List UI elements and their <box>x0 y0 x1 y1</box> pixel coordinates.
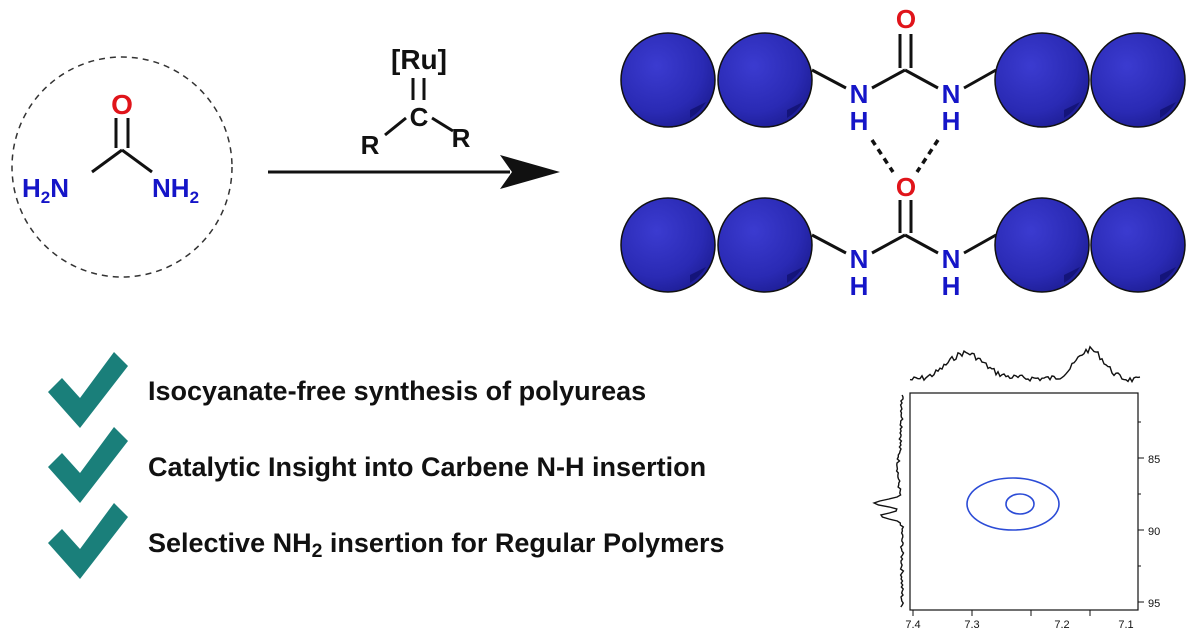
carbene-carbon: C <box>410 102 429 132</box>
urea-left-amine-h: H <box>22 173 41 203</box>
benefit-selective-prefix: Selective NH <box>148 528 312 558</box>
polymer-bead <box>717 197 813 293</box>
bottom-left-hydrogen: H <box>850 271 869 301</box>
top-carbonyl-oxygen: O <box>896 4 916 34</box>
benefit-isocyanate-free: Isocyanate-free synthesis of polyureas <box>148 376 647 406</box>
bottom-urea-linkage-bonds <box>811 200 997 255</box>
y-tick-label: 85 <box>1148 454 1160 466</box>
polymer-bead <box>994 32 1090 128</box>
bottom-polymer-chain: O N N H H <box>620 172 1186 301</box>
benefit-selective-suffix: insertion for Regular Polymers <box>322 528 725 558</box>
benefit-catalytic-insight: Catalytic Insight into Carbene N-H inser… <box>148 452 707 482</box>
carbene-left-bond <box>384 116 407 137</box>
hydrogen-bond-right <box>915 139 940 173</box>
bottom-right-hydrogen: H <box>942 271 961 301</box>
reaction-arrow-head <box>500 155 560 189</box>
top-urea-linkage-bonds <box>811 34 997 90</box>
urea-right-amine: NH2 <box>152 173 199 207</box>
top-polymer-chain: O N N H H <box>620 4 1186 136</box>
dashed-reactant-circle <box>11 56 233 278</box>
polymer-bead <box>717 32 813 128</box>
y-axis-ticks <box>1138 421 1144 603</box>
nmr-spectrum: 85 90 95 7.4 7.3 7.2 7.1 <box>872 345 1160 630</box>
top-right-nitrogen: N <box>942 79 961 109</box>
check-icon <box>48 427 128 503</box>
urea-oxygen: O <box>111 89 133 120</box>
check-icon <box>48 503 128 579</box>
urea-left-amine-n: N <box>50 173 69 203</box>
top-projection-trace <box>909 345 1141 384</box>
polymer-bead <box>1090 197 1186 293</box>
urea-left-bond <box>91 148 123 174</box>
urea-left-amine-sub: 2 <box>41 188 50 207</box>
top-left-hydrogen: H <box>850 106 869 136</box>
bottom-right-nitrogen: N <box>942 244 961 274</box>
bottom-carbonyl-oxygen: O <box>896 172 916 202</box>
y-tick-label: 90 <box>1148 526 1160 538</box>
polymer-bead <box>620 197 716 293</box>
polymer-bead <box>1090 32 1186 128</box>
x-tick-label: 7.4 <box>905 619 920 630</box>
x-tick-label: 7.2 <box>1054 619 1069 630</box>
carbene-left-r: R <box>361 130 380 160</box>
x-tick-label: 7.3 <box>964 619 979 630</box>
benefit-selective-subscript: 2 <box>311 539 323 562</box>
urea-right-amine-sub: 2 <box>190 188 199 207</box>
polymer-bead <box>994 197 1090 293</box>
urea-right-bond <box>121 148 153 174</box>
urea-left-amine: H2N <box>22 173 69 207</box>
ruthenium-label: [Ru] <box>391 44 447 75</box>
spectrum-frame <box>909 392 1139 611</box>
hydrogen-bond-left <box>870 139 895 173</box>
contour-outer <box>966 477 1060 531</box>
benefit-selective-insertion: Selective NH2 insertion for Regular Poly… <box>148 528 725 563</box>
y-tick-label: 95 <box>1148 598 1160 610</box>
side-projection-trace <box>872 394 905 608</box>
urea-molecule <box>91 118 153 174</box>
carbene-right-bond <box>431 116 454 133</box>
top-left-nitrogen: N <box>850 79 869 109</box>
check-marks <box>48 352 128 579</box>
carbene-right-r: R <box>452 123 471 153</box>
top-right-hydrogen: H <box>942 106 961 136</box>
check-icon <box>48 352 128 428</box>
contour-inner <box>1005 493 1035 515</box>
hydrogen-bonds <box>870 139 940 173</box>
urea-right-amine-nh: NH <box>152 173 190 203</box>
polymer-bead <box>620 32 716 128</box>
x-axis-ticks <box>912 610 1091 616</box>
x-tick-label: 7.1 <box>1118 619 1133 630</box>
bottom-left-nitrogen: N <box>850 244 869 274</box>
